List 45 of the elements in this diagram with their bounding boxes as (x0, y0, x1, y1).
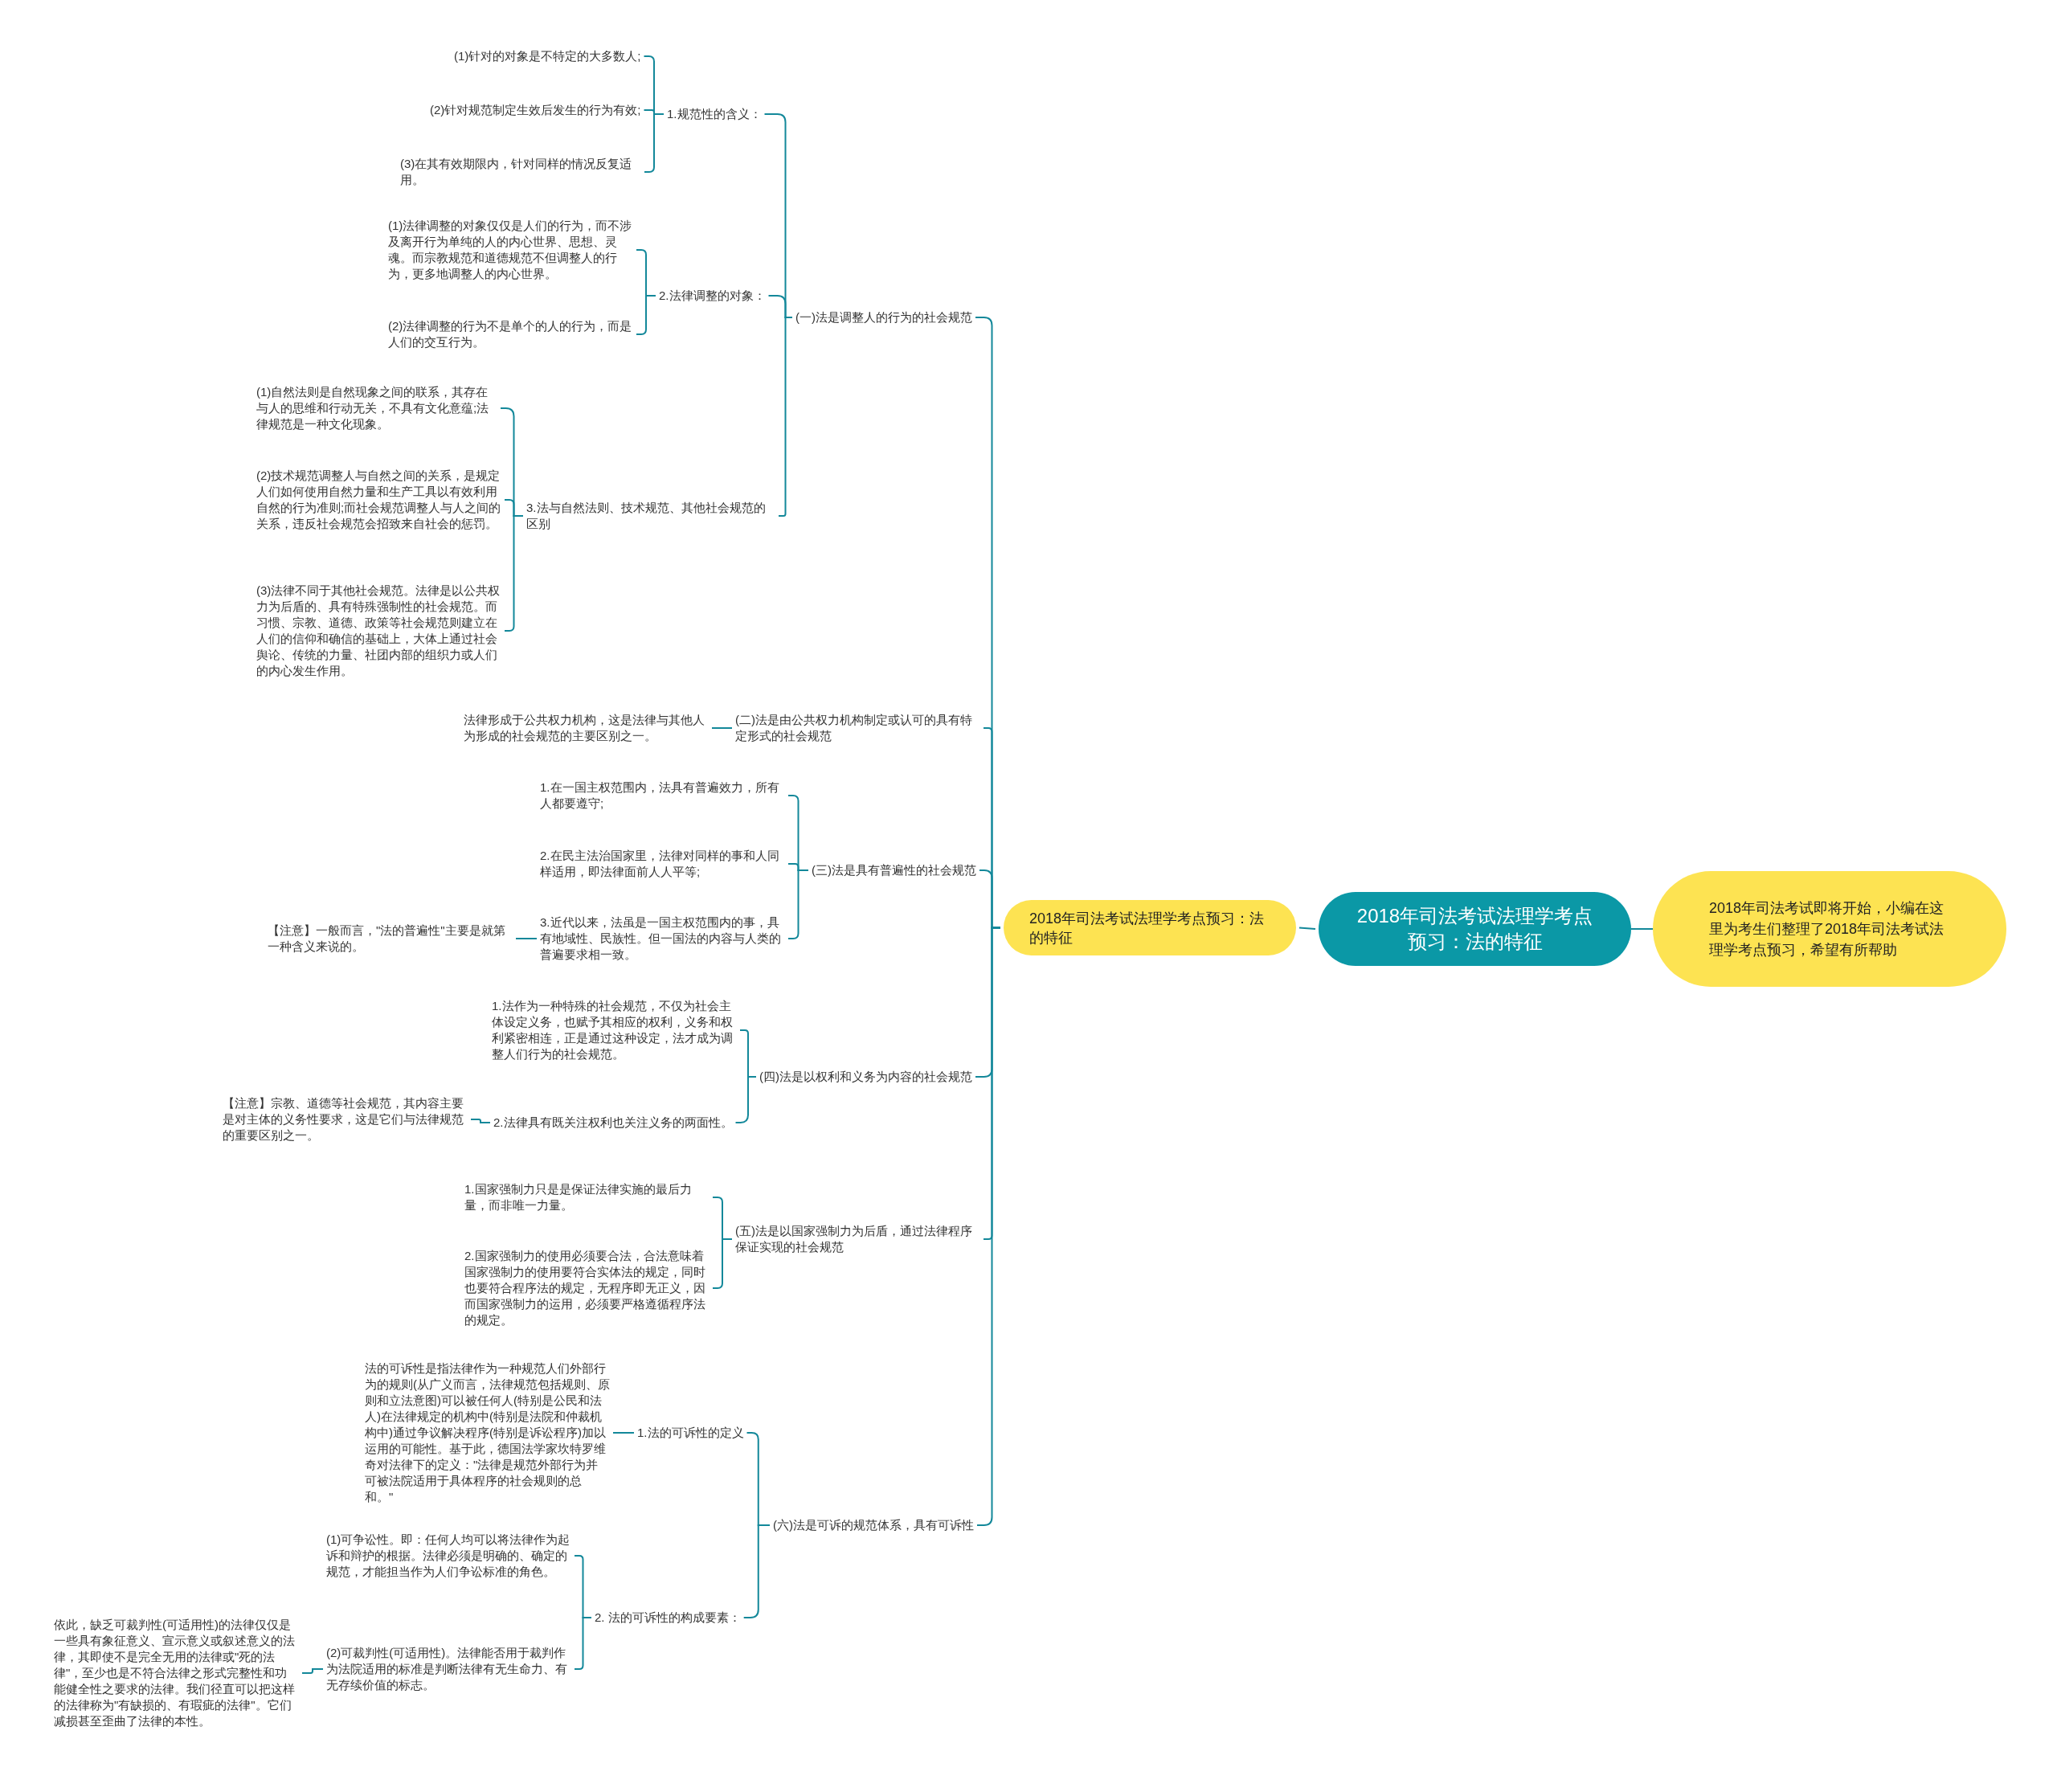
connector-line (301, 1668, 324, 1674)
central-topic: 2018年司法考试法理学考点预习：法的特征 (1319, 892, 1631, 966)
connector-line (1630, 928, 1654, 930)
topic-label: (四)法是以权利和义务为内容的社会规范 (759, 1069, 972, 1085)
topic-label: 法律形成于公共权力机构，这是法律与其他人为形成的社会规范的主要区别之一。 (464, 712, 709, 744)
topic-label: 【注意】宗教、道德等社会规范，其内容主要是对主体的义务性要求，这是它们与法律规范的重要区别之一。 (223, 1095, 468, 1144)
topic-label: 2.在民主法治国家里，法律对同样的事和人同样适用，即法律面前人人平等; (540, 848, 785, 880)
connector-line (778, 317, 793, 517)
topic-label: (1)针对的对象是不特定的大多数人; (454, 48, 641, 64)
topic-label: 1.法作为一种特殊的社会规范，不仅为社会主体设定义务，也赋予其相应的权利，义务和权利紧密相连，正是通过这种设定，法才成为调整人们行为的社会规范。 (492, 998, 737, 1062)
topic-label: (二)法是由公共权力机构制定或认可的具有特定形式的社会规范 (735, 712, 980, 744)
topic-label: (3)法律不同于其他社会规范。法律是以公共权力为后盾的、具有特殊强制性的社会规范。而习惯、宗教、道德、政策等社会规范则建立在人们的信仰和确信的基础上，大体上通过社会舆论、传统的力量、社团内部的组织力或人们的内心发生作用。 (256, 583, 501, 679)
topic-label: 1.国家强制力只是是保证法律实施的最后力量，而非唯一力量。 (464, 1181, 710, 1213)
connector-line (515, 938, 538, 939)
topic-label: 1.规范性的含义： (667, 106, 762, 122)
topic-label: 依此，缺乏可裁判性(可适用性)的法律仅仅是一些具有象征意义、宣示意义或叙述意义的法律，其即使不是完全无用的法律或"死的法律"，至少也是不符合法律之形式完整性和功能健全性之要求的法律。我们径直可以把这样的法律称为"有缺损的、有瑕疵的法律"。它们减损甚至歪曲了法律的本性。 (54, 1617, 299, 1729)
topic-label: (2)可裁判性(可适用性)。法律能否用于裁判作为法院适用的标准是判断法律有无生命力、有无存续价值的标志。 (326, 1645, 571, 1693)
topic-label: 法的可诉性是指法律作为一种规范人们外部行为的规则(从广义而言，法律规范包括规则、原则和立法意图)可以被任何人(特别是公民和法人)在法律规定的机构中(特别是法院和仲裁机构中)通过争议解决程序(特别是诉讼程序)加以运用的可能性。基于此，德国法学家坎特罗维奇对法律下的定义："法律是规范外部行为并可被法院适用于具体程序的社会规则的总和。" (365, 1360, 610, 1505)
topic-label: 2. 法的可诉性的构成要素： (595, 1610, 741, 1626)
topic-label: (2)技术规范调整人与自然之间的关系，是规定人们如何使用自然力量和生产工具以有效利用自然的行为准则;而社会规范调整人与人之间的关系，违反社会规范会招致来自社会的惩罚。 (256, 468, 501, 532)
topic-label: 3.法与自然法则、技术规范、其他社会规范的区别 (526, 500, 775, 532)
topic-label: (1)自然法则是自然现象之间的联系，其存在与人的思维和行动无关，不具有文化意蕴;法律规范是一种文化现象。 (256, 384, 497, 432)
main-topic: 2018年司法考试法理学考点预习：法的特征 (1004, 900, 1296, 955)
topic-label: 2.国家强制力的使用必须要合法，合法意味着国家强制力的使用要符合实体法的规定，同时也要符合程序法的规定，无程序即无正义，因而国家强制力的运用，必须要严格遵循程序法的规定。 (464, 1248, 710, 1328)
connector-line (1298, 927, 1316, 930)
topic-label: 【注意】一般而言，"法的普遍性"主要是就第一种含义来说的。 (268, 923, 513, 955)
note-bubble: 2018年司法考试即将开始，小编在这里为考生们整理了2018年司法考试法理学考点预习，希望有所帮助 (1653, 871, 2006, 987)
topic-label: 3.近代以来，法虽是一国主权范围内的事，具有地域性、民族性。但一国法的内容与人类的普遍要求相一致。 (540, 914, 785, 963)
topic-label: (2)针对规范制定生效后发生的行为有效; (430, 102, 641, 118)
topic-label: (一)法是调整人的行为的社会规范 (795, 309, 972, 325)
topic-label: 2.法律调整的对象： (659, 288, 766, 304)
connector-line (711, 727, 733, 729)
topic-label: (五)法是以国家强制力为后盾，通过法律程序保证实现的社会规范 (735, 1223, 980, 1255)
topic-label: 1.法的可诉性的定义 (637, 1425, 744, 1441)
topic-label: (1)可争讼性。即：任何人均可以将法律作为起诉和辩护的根据。法律必须是明确的、确定的规范，才能担当作为人们争讼标准的角色。 (326, 1532, 571, 1580)
topic-label: 2.法律具有既关注权利也关注义务的两面性。 (493, 1115, 733, 1131)
topic-label: 1.在一国主权范围内，法具有普遍效力，所有人都要遵守; (540, 779, 785, 812)
topic-label: (2)法律调整的行为不是单个的人的行为，而是人们的交互行为。 (388, 318, 633, 350)
topic-label: (1)法律调整的对象仅仅是人们的行为，而不涉及离开行为单纯的人的内心世界、思想、灵魂。而宗教规范和道德规范不但调整人的行为，更多地调整人的内心世界。 (388, 218, 633, 282)
connector-line (470, 1119, 491, 1123)
connector-line (612, 1432, 635, 1434)
topic-label: (六)法是可诉的规范体系，具有可诉性 (773, 1517, 974, 1533)
topic-label: (3)在其有效期限内，针对同样的情况反复适用。 (400, 156, 641, 188)
connector-line (636, 295, 656, 335)
topic-label: (三)法是具有普遍性的社会规范 (812, 862, 976, 878)
